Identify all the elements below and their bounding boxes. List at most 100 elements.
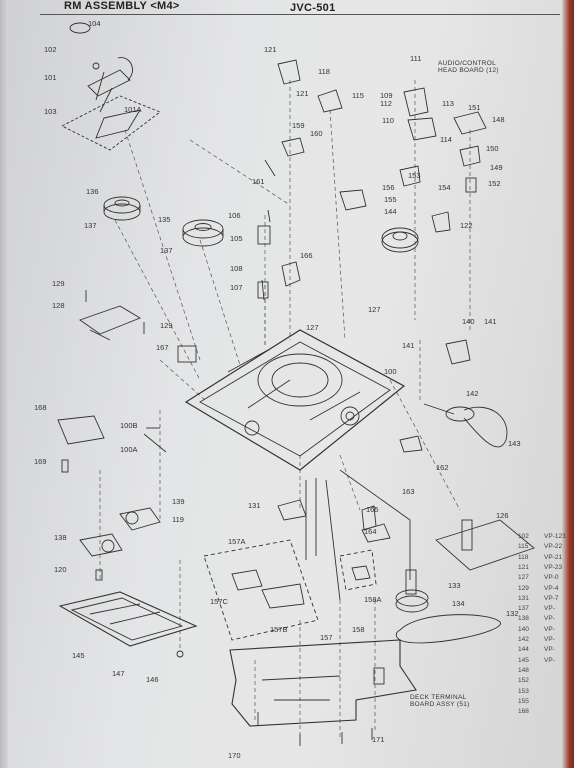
callout-151: 151 <box>468 103 481 112</box>
callout-152: 152 <box>488 179 501 188</box>
callout-121: 121 <box>296 89 309 98</box>
legend-ref: 131 <box>518 594 529 602</box>
legend-code: VP- <box>544 625 555 633</box>
callout-128: 128 <box>52 301 65 310</box>
callout-108: 108 <box>230 264 243 273</box>
callout-119: 119 <box>172 515 184 524</box>
callout-142: 142 <box>466 389 479 398</box>
callout-157: 157 <box>320 633 333 642</box>
callout-159: 159 <box>292 121 305 130</box>
legend-ref: 118 <box>518 553 529 561</box>
callout-165: 165 <box>366 505 379 514</box>
callout-100B: 100B <box>120 421 138 430</box>
legend-ref: 155 <box>518 697 529 705</box>
model-number: JVC-501 <box>290 2 336 14</box>
callout-100A: 100A <box>120 445 138 454</box>
callout-150: 150 <box>486 144 499 153</box>
callout-100: 100 <box>384 367 397 376</box>
callout-137: 137 <box>84 221 97 230</box>
legend-ref: 168 <box>518 708 529 716</box>
page-right-edge <box>562 0 574 768</box>
callout-105: 105 <box>230 234 243 243</box>
callout-154: 154 <box>438 183 451 192</box>
callout-135: 135 <box>158 215 171 224</box>
callout-110: 110 <box>382 116 394 125</box>
legend-ref: 142 <box>518 636 529 643</box>
deck-terminal-board-label: DECK TERMINAL BOARD ASSY (51) <box>410 694 470 709</box>
callout-147: 147 <box>112 669 125 678</box>
callout-101A: 101A <box>124 105 142 114</box>
callout-114: 114 <box>440 135 452 144</box>
callout-146: 146 <box>146 675 159 684</box>
callout-112: 112 <box>380 99 392 108</box>
callout-136: 136 <box>86 187 99 196</box>
legend-ref: 148 <box>518 666 529 674</box>
callout-157A: 157A <box>228 537 246 546</box>
legend-ref: 152 <box>518 677 529 685</box>
legend-code: VP- <box>544 656 555 664</box>
callout-164: 164 <box>364 527 377 536</box>
callout-167: 167 <box>156 343 169 352</box>
callout-157C: 157C <box>210 597 228 606</box>
legend-code: VP-4 <box>544 584 559 592</box>
legend-ref: 115 <box>518 543 529 551</box>
legend-code: VP-23 <box>544 563 563 571</box>
callout-120: 120 <box>54 565 67 574</box>
callout-140: 140 <box>462 317 475 326</box>
assembly-title: RM ASSEMBLY <M4> <box>64 0 180 12</box>
callout-155: 155 <box>384 195 397 204</box>
callout-153: 153 <box>408 171 421 180</box>
callout-115: 115 <box>352 91 364 100</box>
callout-149: 149 <box>490 163 503 172</box>
callout-141: 141 <box>402 341 415 350</box>
callout-160: 160 <box>310 129 323 138</box>
callout-127: 127 <box>368 305 381 314</box>
callout-157B: 157B <box>270 625 288 634</box>
callout-141: 141 <box>484 317 497 326</box>
legend-code: VP- <box>544 646 555 654</box>
legend-ref: 121 <box>518 563 529 571</box>
legend-ref: 102 <box>518 533 529 540</box>
callout-111: 111 <box>410 54 422 63</box>
callout-158A: 158A <box>364 595 382 604</box>
legend-ref: 129 <box>518 584 529 592</box>
callout-148: 148 <box>492 115 505 124</box>
callout-118: 118 <box>318 67 330 76</box>
callout-168: 168 <box>34 403 47 412</box>
legend-ref: 144 <box>518 646 529 654</box>
page-left-edge <box>0 0 8 768</box>
callout-104: 104 <box>88 19 101 28</box>
callout-106: 106 <box>228 211 241 220</box>
legend-code: VP-22 <box>544 543 563 551</box>
callout-161: 161 <box>252 177 265 186</box>
callout-126: 126 <box>496 511 509 520</box>
legend-ref: 137 <box>518 605 529 613</box>
callout-132: 132 <box>506 609 519 618</box>
legend-ref: 138 <box>518 615 529 623</box>
callout-139: 139 <box>172 497 185 506</box>
callout-156: 156 <box>382 183 395 192</box>
legend-code: VP- <box>544 615 555 623</box>
legend-ref: 127 <box>518 574 529 582</box>
legend-code: VP-7 <box>544 594 559 602</box>
legend-code: VP-0 <box>544 574 559 582</box>
callout-143: 143 <box>508 439 521 448</box>
callout-158: 158 <box>352 625 365 634</box>
legend-code: VP-21 <box>544 553 563 561</box>
legend-ref: 140 <box>518 625 529 633</box>
callout-131: 131 <box>248 501 261 510</box>
header-rule <box>40 14 560 15</box>
callout-129: 129 <box>160 321 173 330</box>
callout-109: 109 <box>380 91 393 100</box>
audio-control-head-board-label: AUDIO/CONTROL HEAD BOARD (12) <box>438 60 499 75</box>
callout-102: 102 <box>44 45 57 54</box>
callout-144: 144 <box>384 207 397 216</box>
legend-ref: 153 <box>518 687 529 695</box>
callout-103: 103 <box>44 107 57 116</box>
callout-162: 162 <box>436 463 449 472</box>
callout-170: 170 <box>228 751 241 760</box>
callout-166: 166 <box>300 251 313 260</box>
callout-107: 107 <box>230 283 243 292</box>
